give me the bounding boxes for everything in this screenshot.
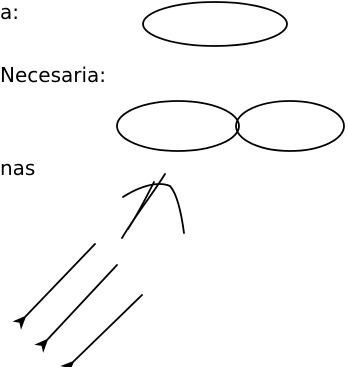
arrow-2 — [34, 264, 118, 353]
text-fragment-nas: nas — [0, 156, 36, 180]
ellipse-pair-right — [235, 100, 345, 152]
single-ellipse — [142, 1, 288, 47]
arrow-1 — [12, 243, 96, 330]
parallel-arrows — [12, 243, 143, 367]
text-fragment-necesaria: Necesaria: — [0, 63, 107, 87]
text-fragment-a: a: — [0, 0, 19, 24]
crossed-lines-sketch — [121, 173, 185, 239]
ellipse-pair-left — [116, 100, 240, 152]
arrow-3 — [60, 294, 143, 367]
